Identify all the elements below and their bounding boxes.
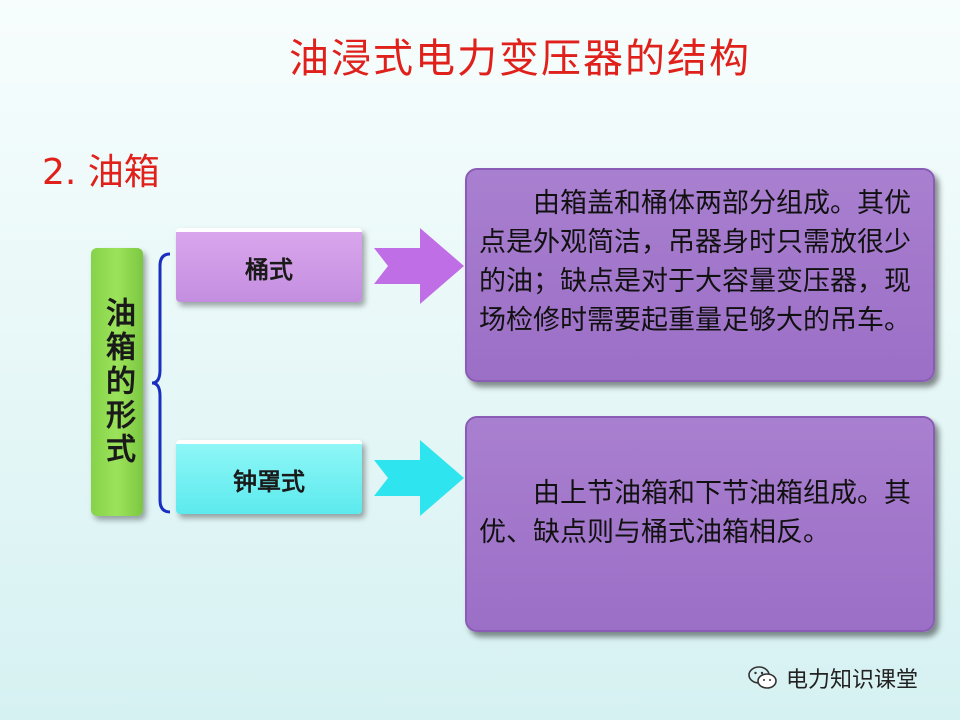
- tank-form-label-box: 油箱的形式: [91, 248, 143, 516]
- arrow-right-icon: [374, 228, 464, 304]
- brace-icon: [151, 252, 171, 514]
- type-bucket-label: 桶式: [245, 255, 293, 284]
- bell-description: 由上节油箱和下节油箱组成。其优、缺点则与桶式油箱相反。: [479, 478, 911, 548]
- type-bucket-box: 桶式: [176, 228, 362, 302]
- footer-brand: 电力知识课堂: [748, 662, 918, 694]
- bell-description-box: 由上节油箱和下节油箱组成。其优、缺点则与桶式油箱相反。: [465, 416, 935, 632]
- brand-name: 电力知识课堂: [786, 668, 919, 693]
- bucket-description: 由箱盖和桶体两部分组成。其优点是外观简洁，吊器身时只需放很少的油；缺点是对于大容…: [479, 188, 911, 336]
- section-heading: 2. 油箱: [42, 152, 160, 193]
- wechat-icon: [748, 666, 777, 689]
- type-bell-label: 钟罩式: [233, 467, 305, 496]
- arrow-right-icon: [374, 440, 464, 516]
- type-bell-box: 钟罩式: [176, 440, 362, 514]
- tank-form-label: 油箱的形式: [100, 297, 135, 467]
- page-title: 油浸式电力变压器的结构: [289, 36, 751, 82]
- bucket-description-box: 由箱盖和桶体两部分组成。其优点是外观简洁，吊器身时只需放很少的油；缺点是对于大容…: [465, 168, 935, 382]
